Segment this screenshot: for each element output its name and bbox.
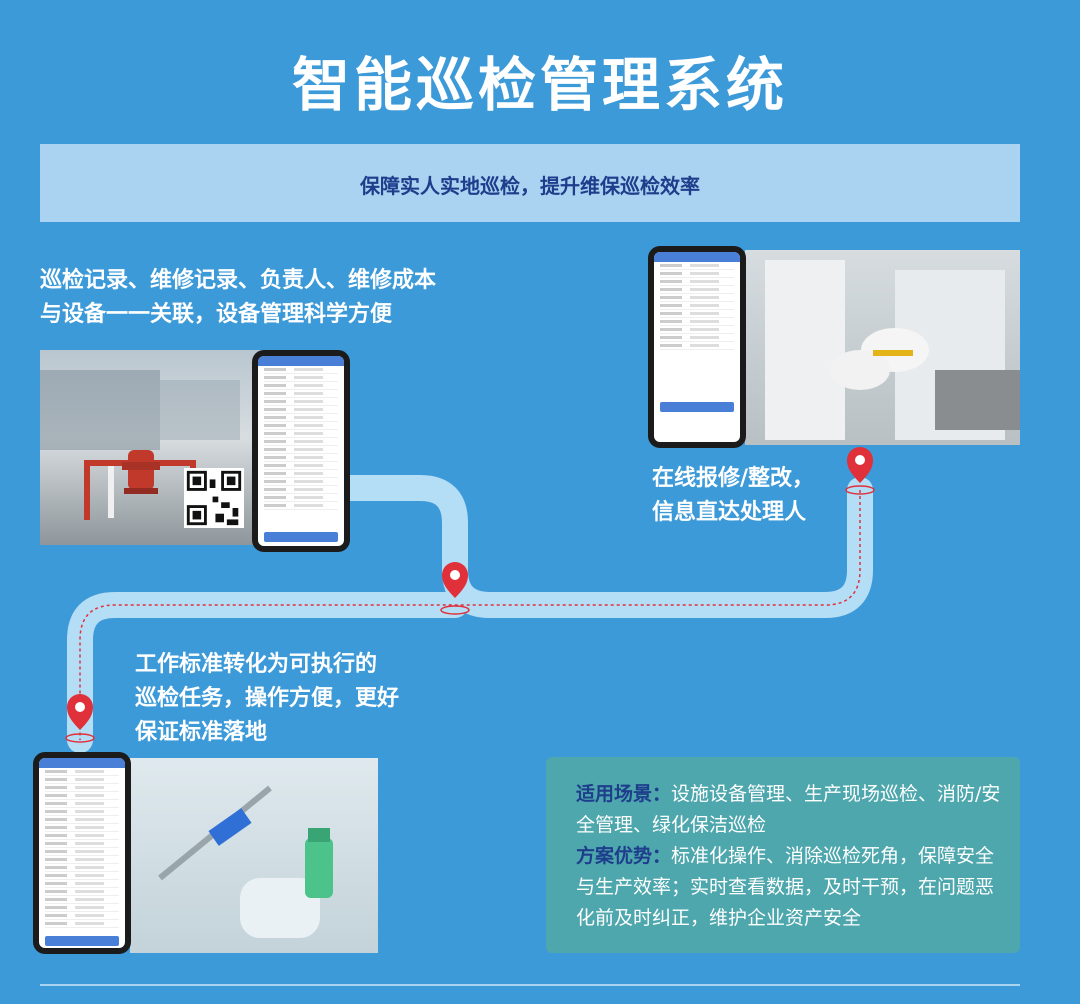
qr-code-icon — [184, 468, 244, 528]
phone-screen — [258, 356, 344, 546]
bottom-divider — [40, 984, 1020, 986]
phone-screen — [654, 252, 740, 442]
repair-scene — [765, 260, 1020, 440]
slogan-text: 保障实人实地巡检，提升维保巡检效率 — [360, 174, 700, 198]
page-title: 智能巡检管理系统 — [291, 51, 788, 119]
hydrant-scene — [40, 370, 240, 520]
scene-text: 设施设备管理、生产现场巡检、消防/安全管理、绿化保洁巡检 — [576, 783, 1001, 836]
advantage-label: 方案优势： — [576, 845, 672, 867]
scene-label: 适用场景： — [576, 783, 672, 805]
point-2-text: 在线报修/整改， 信息直达处理人 — [652, 466, 815, 525]
phone-mockup-repair — [648, 246, 746, 448]
cleaning-scene — [158, 785, 333, 938]
repair-photo — [745, 250, 1020, 445]
phone-screen — [39, 758, 125, 948]
point-3-text: 工作标准转化为可执行的 巡检任务，操作方便，更好 保证标准落地 — [135, 652, 400, 745]
scenario-advantage-box: 适用场景：设施设备管理、生产现场巡检、消防/安全管理、绿化保洁巡检 方案优势：标… — [546, 757, 1020, 953]
advantage-text: 标准化操作、消除巡检死角，保障安全与生产效率；实时查看数据，及时干预，在问题恶化… — [576, 845, 995, 929]
point-1-text: 巡检记录、维修记录、负责人、维修成本 与设备一一关联，设备管理科学方便 — [40, 268, 437, 327]
advantage-paragraph: 方案优势：标准化操作、消除巡检死角，保障安全与生产效率；实时查看数据，及时干预，… — [576, 841, 1002, 934]
location-pin-icon — [65, 694, 95, 743]
phone-mockup-records — [252, 350, 350, 552]
phone-mockup-tasks — [33, 752, 131, 954]
location-pin-icon — [845, 447, 875, 495]
slogan-banner: 保障实人实地巡检，提升维保巡检效率 — [40, 144, 1020, 222]
location-pin-icon — [440, 562, 470, 615]
cleaning-photo — [130, 758, 378, 953]
scene-paragraph: 适用场景：设施设备管理、生产现场巡检、消防/安全管理、绿化保洁巡检 — [576, 779, 1002, 841]
